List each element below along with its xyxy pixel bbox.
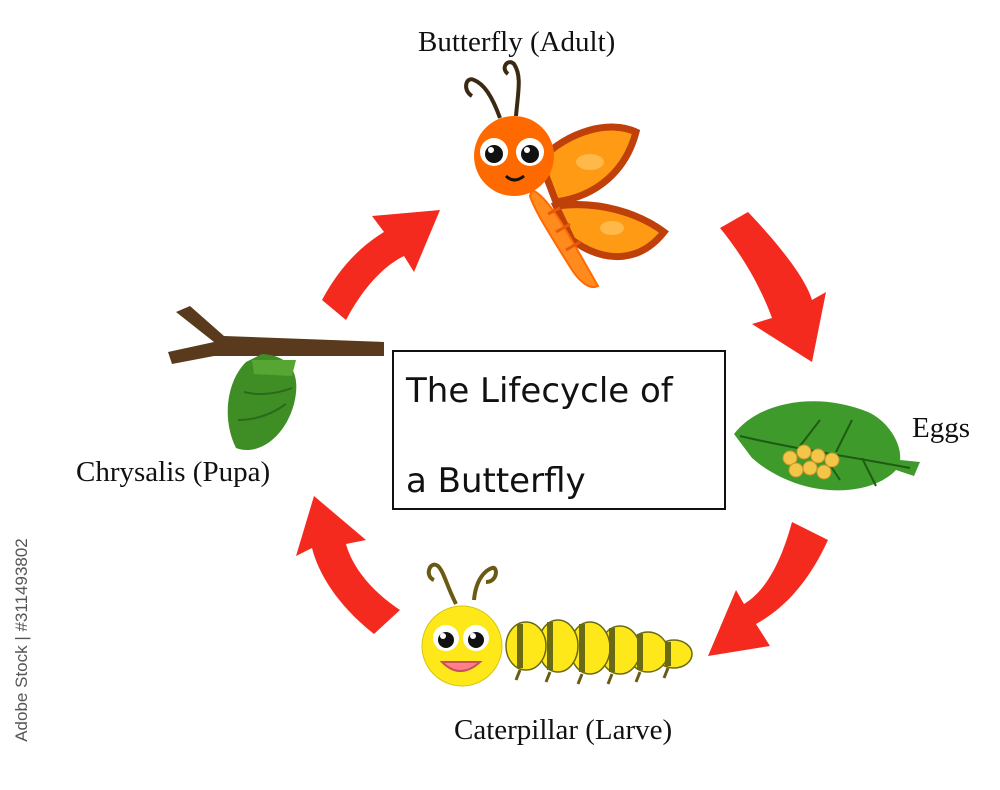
title-line-2: a Butterfly bbox=[406, 461, 586, 501]
leaf-with-eggs-icon bbox=[734, 401, 920, 491]
label-eggs: Eggs bbox=[912, 412, 970, 444]
cycle-arrow-icon bbox=[296, 210, 828, 656]
chrysalis-on-branch-icon bbox=[168, 306, 384, 451]
caterpillar-icon bbox=[421, 562, 693, 687]
label-chrysalis-pupa: Chrysalis (Pupa) bbox=[76, 456, 271, 488]
stock-watermark: Adobe Stock | #311493802 bbox=[12, 538, 31, 742]
title-box: The Lifecycle of a Butterfly bbox=[392, 350, 726, 510]
arrow-adult-to-eggs bbox=[720, 212, 826, 362]
lifecycle-diagram bbox=[168, 60, 920, 687]
title-line-1: The Lifecycle of bbox=[406, 371, 673, 411]
butterfly-icon bbox=[464, 60, 669, 288]
label-butterfly-adult: Butterfly (Adult) bbox=[418, 26, 616, 58]
arrow-larva-to-pupa bbox=[296, 496, 400, 634]
label-caterpillar-larva: Caterpillar (Larve) bbox=[454, 714, 673, 746]
arrow-pupa-to-adult bbox=[322, 210, 440, 320]
arrow-eggs-to-larva bbox=[708, 522, 828, 656]
